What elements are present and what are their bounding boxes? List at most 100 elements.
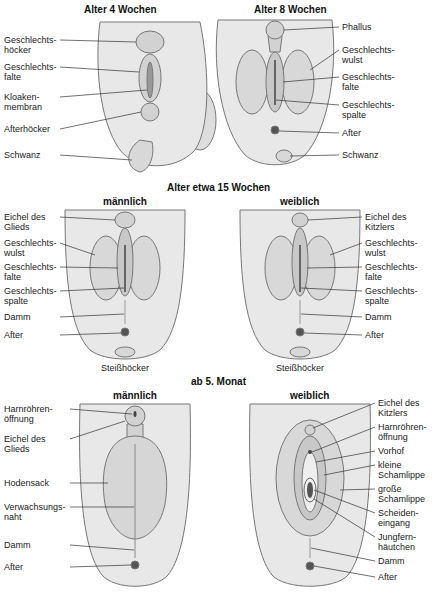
leader-line [70, 545, 134, 550]
part-label: Hodensack [4, 478, 49, 488]
part-label: Eichel des Glieds [4, 212, 56, 232]
tail [129, 140, 153, 172]
part-label: Geschlechts- falte [365, 262, 418, 282]
tail [276, 150, 292, 162]
part-label: Geschlechts- spalte [365, 286, 418, 306]
perineum [300, 300, 301, 324]
genital-swelling [236, 50, 268, 114]
leader-line [60, 333, 121, 335]
phallus [266, 21, 284, 39]
body-outline [240, 210, 360, 359]
part-label: Jungfern- häutchen [378, 532, 416, 552]
part-label: Damm [365, 312, 392, 322]
part-label: Geschlechts- wulst [342, 45, 395, 65]
leader-line [314, 499, 375, 537]
leader-line [304, 333, 362, 335]
body-outline [80, 404, 191, 586]
anus [306, 562, 314, 570]
leader-line [60, 217, 115, 220]
leader-line [279, 131, 339, 133]
coccygeal-tubercle [290, 347, 310, 357]
leader-line [308, 217, 362, 220]
body-outline [250, 404, 371, 586]
part-label: Geschlechts- falte [4, 262, 57, 282]
part-label: Steißhöcker [276, 363, 324, 373]
leader-line [60, 155, 132, 160]
part-label: Eichel des Glieds [4, 434, 56, 454]
part-label: Harnröhren- öffnung [4, 404, 53, 424]
part-label: Damm [4, 540, 31, 550]
part-label: Afterhöcker [4, 124, 50, 134]
part-label: Geschlechts- falte [342, 72, 395, 92]
perineum [310, 538, 311, 558]
section-heading: männlich [113, 390, 157, 402]
leader-line [60, 243, 95, 255]
leader-line [316, 451, 375, 462]
section-heading: Alter 8 Wochen [254, 4, 327, 16]
leader-line [60, 267, 118, 268]
part-label: Geschlechts- wulst [365, 238, 418, 258]
leader-line [60, 288, 124, 291]
part-label: Damm [4, 312, 31, 322]
part-label: Geschlechts- falte [4, 62, 57, 82]
clitoris [305, 425, 315, 435]
genital-cleft [299, 245, 301, 292]
leader-line [283, 77, 339, 82]
leader-line [60, 314, 124, 317]
anal-tubercle [141, 103, 159, 121]
cloacal-membrane [147, 62, 153, 98]
part-label: Phallus [342, 22, 372, 32]
embryo-4-weeks [98, 22, 216, 172]
leader-line [60, 67, 139, 72]
body-outline [216, 20, 333, 165]
genital-fold [292, 228, 308, 296]
part-label: Geschlechts- spalte [342, 100, 395, 120]
leader-line [70, 565, 131, 567]
part-label: große Schamlippe [378, 484, 425, 504]
glans [115, 212, 135, 228]
leader-line [290, 155, 339, 156]
section-heading: weiblich [280, 196, 319, 208]
leader-line [70, 483, 108, 484]
urethral-opening [308, 450, 312, 454]
part-label: Geschlechts- spalte [4, 286, 57, 306]
section-heading: männlich [103, 196, 147, 208]
leader-line [301, 314, 362, 317]
glans [292, 213, 308, 227]
body-outline [65, 210, 185, 359]
part-label: Schwanz [4, 150, 41, 160]
female-15-weeks [240, 210, 360, 359]
leader-line [330, 243, 362, 255]
anus [131, 561, 139, 569]
leader-line [301, 288, 362, 291]
leader-line [70, 421, 125, 439]
genital-fold [139, 54, 161, 102]
genital-cleft [274, 60, 276, 105]
leader-line [340, 489, 375, 490]
genital-tubercle [136, 31, 164, 53]
part-label: Damm [378, 556, 405, 566]
leader-line [314, 490, 375, 513]
leader-line [313, 403, 375, 428]
leader-line [70, 507, 134, 508]
leader-line [60, 112, 141, 129]
anus [296, 328, 304, 336]
leader-line [324, 465, 375, 475]
leader-line [284, 27, 339, 30]
part-label: Kloaken- membran [4, 92, 42, 112]
leader-line [311, 548, 375, 561]
anus [271, 126, 279, 134]
part-label: Vorhof [378, 446, 404, 456]
glans [125, 406, 145, 426]
embryo-8-weeks [216, 20, 333, 165]
part-label: Eichel des Kitzlers [365, 212, 421, 232]
genital-cleft [124, 245, 126, 292]
section-heading: Alter 4 Wochen [84, 4, 157, 16]
female-5-months [250, 404, 371, 586]
male-15-weeks [65, 210, 185, 359]
part-label: Harnröhren- öffnung [378, 422, 427, 442]
part-label: Scheiden- eingang [378, 508, 419, 528]
raphe [135, 444, 136, 558]
